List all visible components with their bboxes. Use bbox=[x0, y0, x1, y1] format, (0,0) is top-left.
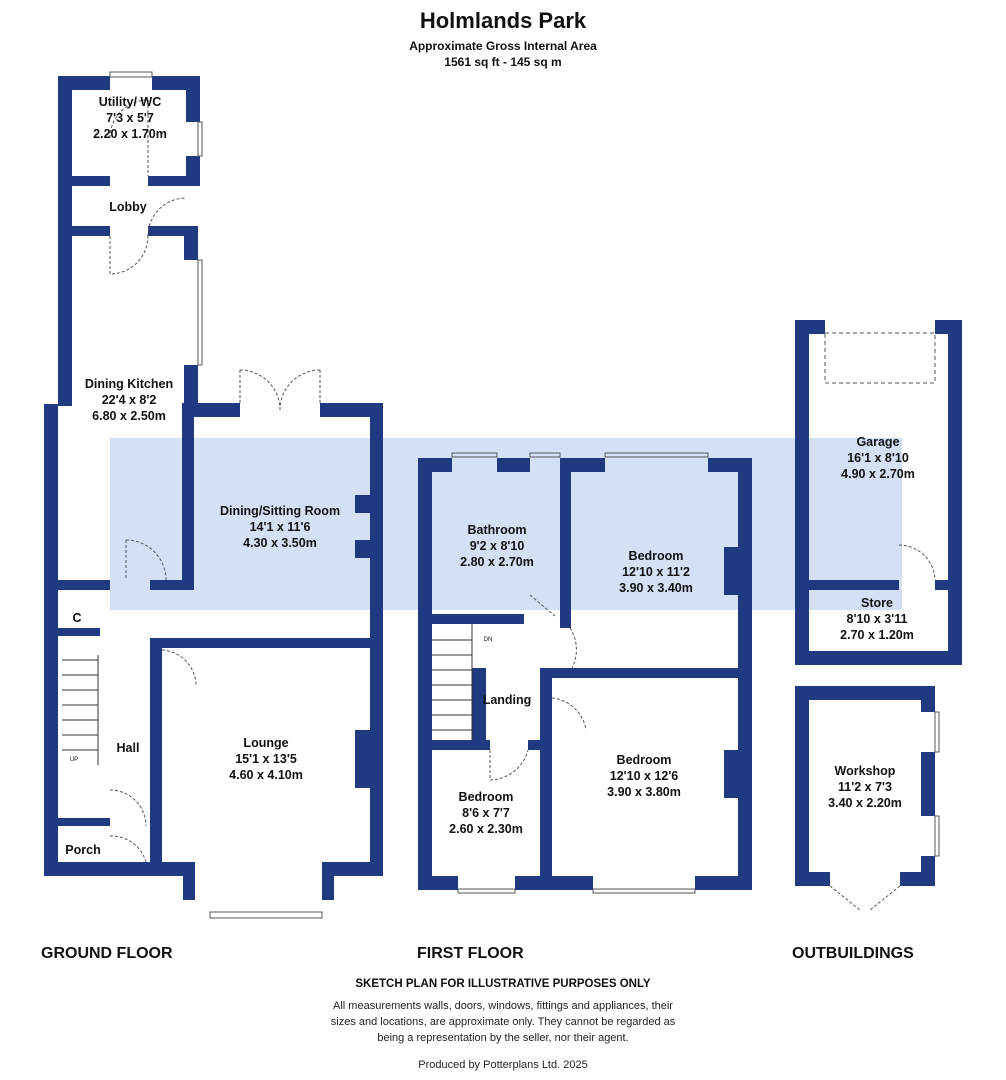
doors-windows bbox=[109, 71, 940, 919]
room-lobby: Lobby bbox=[109, 200, 147, 214]
ground-floor-label: GROUND FLOOR bbox=[41, 945, 173, 962]
room-porch: Porch bbox=[65, 843, 101, 857]
disclaimer-line: sizes and locations, are approximate onl… bbox=[330, 1016, 676, 1028]
stairs bbox=[62, 624, 473, 765]
disclaimer-line: being a representation by the seller, no… bbox=[377, 1032, 629, 1044]
outbuildings-label: OUTBUILDINGS bbox=[792, 945, 914, 962]
room-cupboard: C bbox=[72, 611, 82, 625]
plan-title: Holmlands Park bbox=[419, 8, 587, 33]
first-floor-label: FIRST FLOOR bbox=[417, 945, 524, 962]
room-landing: Landing bbox=[482, 693, 532, 707]
credit: Produced by Potterplans Ltd. 2025 bbox=[418, 1059, 588, 1071]
gross-area: 1561 sq ft - 145 sq m bbox=[444, 55, 562, 69]
stairs-up-label: UP bbox=[69, 757, 79, 763]
room-hall: Hall bbox=[116, 741, 140, 755]
stairs-down-label: DN bbox=[483, 637, 493, 643]
disclaimer-line: All measurements walls, doors, windows, … bbox=[333, 1000, 673, 1012]
plan-subtitle: Approximate Gross Internal Area bbox=[409, 39, 597, 53]
disclaimer-heading: SKETCH PLAN FOR ILLUSTRATIVE PURPOSES ON… bbox=[355, 978, 651, 990]
walls bbox=[44, 76, 962, 900]
